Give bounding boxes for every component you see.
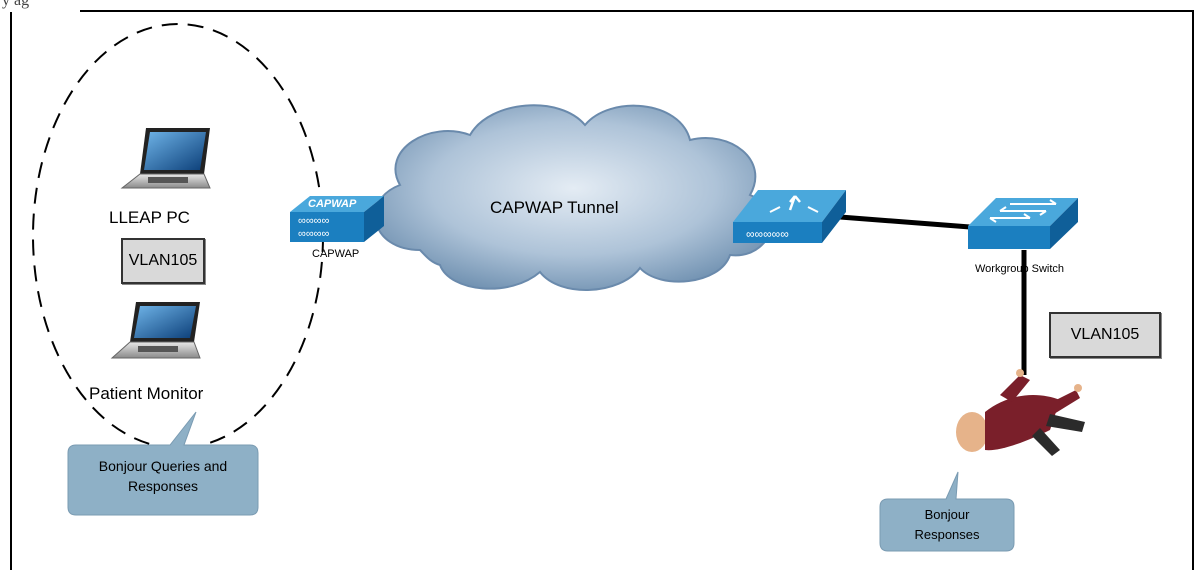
callout-right-line-2: Responses xyxy=(914,527,980,542)
header-fragment-text: y ag xyxy=(2,0,30,9)
link-router-switch xyxy=(839,214,971,230)
svg-text:∞∞∞∞∞: ∞∞∞∞∞ xyxy=(746,227,789,241)
svg-text:∞∞∞∞: ∞∞∞∞ xyxy=(298,215,329,227)
access-point-face-text: CAPWAP xyxy=(308,198,357,210)
callout-left-text: Bonjour Queries and Responses xyxy=(68,456,258,496)
diagram-frame xyxy=(10,10,1194,570)
callout-right-line-1: Bonjour xyxy=(924,507,970,522)
callout-left-line-1: Bonjour Queries and xyxy=(98,458,228,474)
callout-right-text: Bonjour Responses xyxy=(880,505,1014,545)
laptop-icon xyxy=(110,302,201,359)
access-point-label: CAPWAP xyxy=(312,248,360,260)
access-point-icon: CAPWAP ∞∞∞∞ ∞∞∞∞ xyxy=(290,196,384,242)
switch-label: Workgroup Switch xyxy=(975,263,1065,275)
router-icon: ∞∞∞∞∞ xyxy=(733,190,846,243)
lleap-pc-label: LLEAP PC xyxy=(109,208,190,227)
vlan-left-badge: VLAN105 xyxy=(121,238,205,284)
header-fragment: y ag xyxy=(0,0,80,12)
callout-left xyxy=(67,411,259,516)
cloud-label: CAPWAP Tunnel xyxy=(490,198,619,217)
laptop-icon xyxy=(120,128,211,189)
patient-monitor-label: Patient Monitor xyxy=(89,384,204,403)
switch-icon xyxy=(968,198,1078,249)
cloud-icon xyxy=(374,104,773,291)
callout-left-line-2: Responses xyxy=(127,478,199,494)
vlan-right-badge: VLAN105 xyxy=(1049,312,1161,358)
callout-right xyxy=(879,471,1015,552)
svg-text:∞∞∞∞: ∞∞∞∞ xyxy=(298,228,329,240)
patient-manikin-image xyxy=(956,369,1085,456)
